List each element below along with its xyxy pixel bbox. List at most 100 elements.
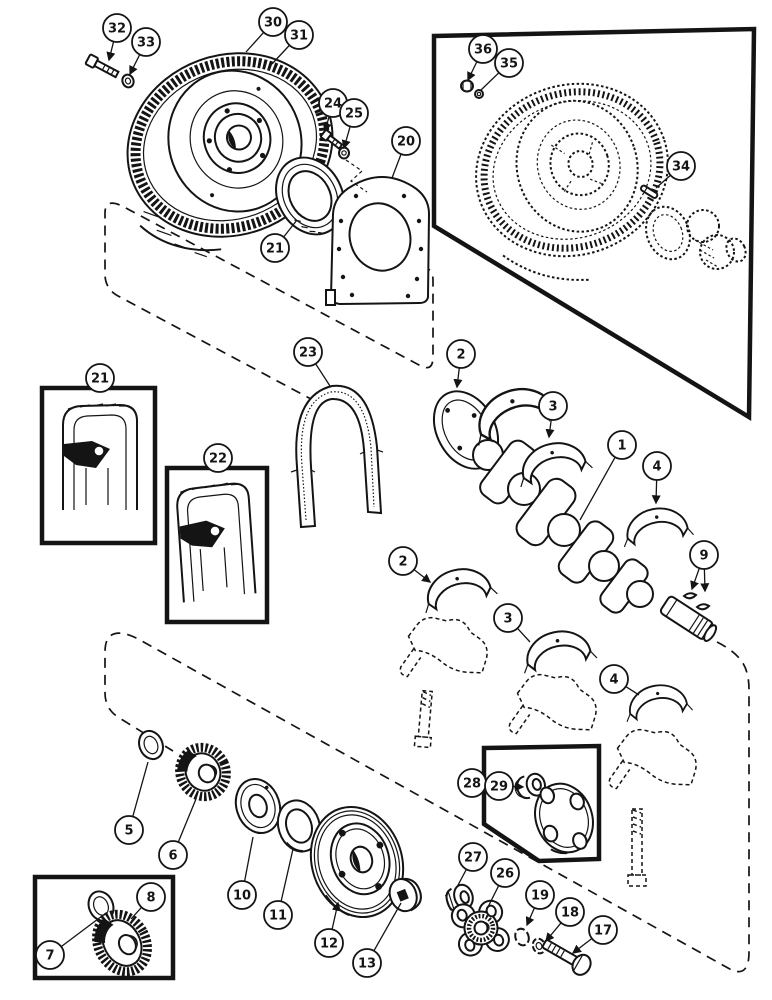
- callout-3: 3: [493, 603, 531, 643]
- assembled-view-inset-box: [431, 26, 757, 421]
- flywheel-drawing: [126, 52, 334, 258]
- svg-text:22: 22: [209, 452, 227, 467]
- callout-22: 22: [203, 443, 233, 473]
- svg-text:28: 28: [463, 777, 481, 792]
- wear-ring-drawing-11: [276, 799, 322, 853]
- seal-retainer-plate-drawing: [325, 176, 431, 306]
- svg-text:27: 27: [464, 851, 482, 866]
- svg-text:11: 11: [269, 909, 287, 924]
- callout-20: 20: [391, 126, 421, 179]
- gear-drawing-8: [92, 909, 152, 977]
- svg-text:8: 8: [146, 891, 155, 906]
- svg-text:7: 7: [45, 949, 54, 964]
- seal-section-inset-box-21: [39, 385, 158, 546]
- callout-3: 3: [538, 391, 568, 439]
- pulley-drawing-12: [309, 805, 405, 919]
- callout-10: 10: [227, 836, 257, 910]
- callout-7: 7: [35, 912, 107, 970]
- damper-inset-box: [481, 743, 602, 864]
- callout-31: 31: [271, 20, 314, 65]
- svg-text:3: 3: [503, 612, 512, 627]
- svg-text:9: 9: [699, 549, 708, 564]
- bearing-shell-3-lower: [516, 623, 598, 675]
- seal-section-drawing-21: [62, 403, 138, 510]
- callout-28: 28: [457, 768, 487, 798]
- callout-8: 8: [130, 882, 166, 920]
- callout-21: 21: [260, 219, 298, 263]
- seal-section-drawing-22: [176, 482, 257, 603]
- nut-drawing-27: [445, 883, 474, 913]
- flywheel-nut-drawing: [460, 79, 474, 93]
- svg-text:2: 2: [456, 348, 465, 363]
- plate-bolt-drawing: [319, 129, 344, 151]
- callout-32: 32: [102, 13, 132, 62]
- phantom-cap-bolt-1: [413, 689, 434, 749]
- svg-text:24: 24: [324, 97, 342, 112]
- flywheel-bolt-washer-drawing: [121, 73, 135, 89]
- callout-11: 11: [263, 848, 294, 930]
- callout-17: 17: [571, 915, 618, 954]
- washer-assembly-leader: [345, 159, 368, 193]
- gear-inset-box: [32, 874, 176, 981]
- svg-text:19: 19: [531, 889, 549, 904]
- callout-5: 5: [114, 761, 149, 845]
- damper-hub-drawing-26: [450, 899, 510, 957]
- washer-drawing-19: [514, 927, 530, 947]
- svg-text:30: 30: [264, 16, 282, 31]
- dowel-pin-drawing: [639, 184, 659, 199]
- callout-26: 26: [484, 858, 520, 914]
- callout-1: 1: [579, 430, 637, 521]
- phantom-bearing-cap-3: [600, 714, 708, 818]
- svg-text:31: 31: [290, 29, 308, 44]
- pulley-retainer-drawing-13: [388, 877, 422, 913]
- svg-text:10: 10: [233, 889, 251, 904]
- svg-text:2: 2: [398, 555, 407, 570]
- callout-27: 27: [456, 842, 488, 888]
- svg-text:25: 25: [345, 107, 363, 122]
- svg-text:17: 17: [594, 924, 612, 939]
- flywheel-washer-drawing: [474, 89, 484, 99]
- callout-13: 13: [352, 902, 402, 978]
- svg-text:26: 26: [496, 867, 514, 882]
- svg-text:21: 21: [266, 242, 284, 257]
- svg-text:29: 29: [490, 780, 508, 795]
- callout-33: 33: [129, 27, 161, 76]
- phantom-cap-bolt-2: [627, 808, 647, 887]
- callout-2: 2: [388, 546, 432, 583]
- callout-9: 9: [689, 540, 719, 593]
- callout-2: 2: [446, 339, 476, 389]
- svg-text:12: 12: [320, 937, 338, 952]
- plate-washer-drawing: [338, 146, 350, 160]
- gasket-drawing: [290, 384, 384, 529]
- svg-text:32: 32: [108, 22, 126, 37]
- callout-34: 34: [655, 151, 696, 189]
- phantom-block-outline-upper: [104, 202, 434, 400]
- svg-text:13: 13: [358, 957, 376, 972]
- svg-text:4: 4: [609, 673, 618, 688]
- svg-text:6: 6: [168, 849, 177, 864]
- svg-text:3: 3: [548, 400, 557, 415]
- rear-seal-drawing: [275, 156, 345, 236]
- callout-29: 29: [484, 771, 525, 801]
- assembled-crankshaft-phantom: [645, 205, 747, 270]
- callout-35: 35: [480, 48, 524, 91]
- washer-drawing-10: [234, 778, 282, 834]
- crankshaft-keys-drawing: [682, 592, 711, 611]
- callout-21: 21: [85, 363, 115, 393]
- svg-text:18: 18: [561, 906, 579, 921]
- crank-gear-drawing-6: [175, 742, 231, 802]
- svg-text:36: 36: [474, 43, 492, 58]
- hub-plate-drawing-28: [534, 782, 594, 855]
- svg-text:34: 34: [672, 160, 690, 175]
- callout-30: 30: [245, 7, 288, 53]
- svg-text:4: 4: [652, 460, 661, 475]
- callout-25: 25: [339, 98, 369, 150]
- bearing-shell-4-lower: [620, 679, 694, 723]
- crankshaft-drawing: [432, 390, 718, 642]
- svg-text:1: 1: [617, 439, 626, 454]
- phantom-bearing-cap-1: [391, 602, 499, 706]
- callout-36: 36: [467, 34, 498, 82]
- flywheel-bolt-drawing: [84, 53, 120, 79]
